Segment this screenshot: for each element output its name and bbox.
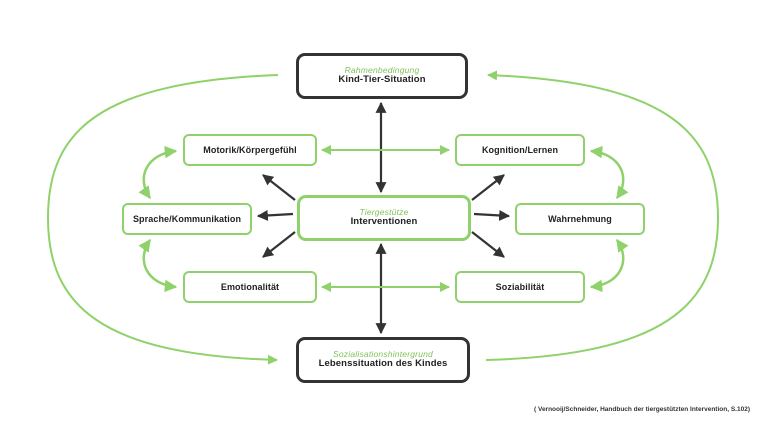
factor-soziabilitaet-label: Soziabilität <box>495 281 545 292</box>
center-to-kognition-arrow <box>471 174 505 201</box>
bottom-node-subtitle: Sozialisationshintergrund <box>333 348 433 359</box>
top-node: Rahmenbedingung Kind-Tier-Situation <box>296 53 468 99</box>
sprache-emotionalitaet-arrow <box>138 238 178 293</box>
center-to-emotionalitaet-arrow <box>262 231 296 258</box>
center-node-subtitle: Tiergestütze <box>359 206 409 217</box>
factor-motorik-label: Motorik/Körpergefühl <box>203 144 297 155</box>
factor-kognition-label: Kognition/Lernen <box>481 144 559 155</box>
factor-emotionalitaet-label: Emotionalität <box>220 281 280 292</box>
bottom-node: Sozialisationshintergrund Lebenssituatio… <box>296 337 470 383</box>
center-node: Tiergestütze Interventionen <box>297 195 471 241</box>
top-node-title: Kind-Tier-Situation <box>338 74 426 86</box>
motorik-sprache-arrow <box>138 145 178 200</box>
center-to-motorik-arrow <box>262 174 296 201</box>
center-to-soziabilitaet-arrow <box>471 231 505 258</box>
factor-soziabilitaet: Soziabilität <box>455 271 585 303</box>
bottom-node-title: Lebenssituation des Kindes <box>318 358 448 370</box>
factor-kognition: Kognition/Lernen <box>455 134 585 166</box>
top-node-subtitle: Rahmenbedingung <box>344 64 420 75</box>
factor-motorik: Motorik/Körpergefühl <box>183 134 317 166</box>
kognition-wahrnehmung-arrow <box>589 145 629 200</box>
factor-wahrnehmung-label: Wahrnehmung <box>548 213 612 224</box>
outer-loop-right-arrow <box>485 70 720 361</box>
factor-wahrnehmung: Wahrnehmung <box>515 203 645 235</box>
center-to-wahrnehmung-arrow <box>473 209 511 221</box>
wahrnehmung-soziabilitaet-arrow <box>589 238 629 293</box>
factor-sprache-label: Sprache/Kommunikation <box>132 213 242 224</box>
factor-emotionalitaet: Emotionalität <box>183 271 317 303</box>
source-citation: ( Vernooij/Schneider, Handbuch der tierg… <box>534 406 750 413</box>
factor-sprache: Sprache/Kommunikation <box>122 203 252 235</box>
outer-loop-left-arrow <box>46 74 279 365</box>
center-to-sprache-arrow <box>256 209 294 221</box>
center-node-title: Interventionen <box>350 216 418 228</box>
